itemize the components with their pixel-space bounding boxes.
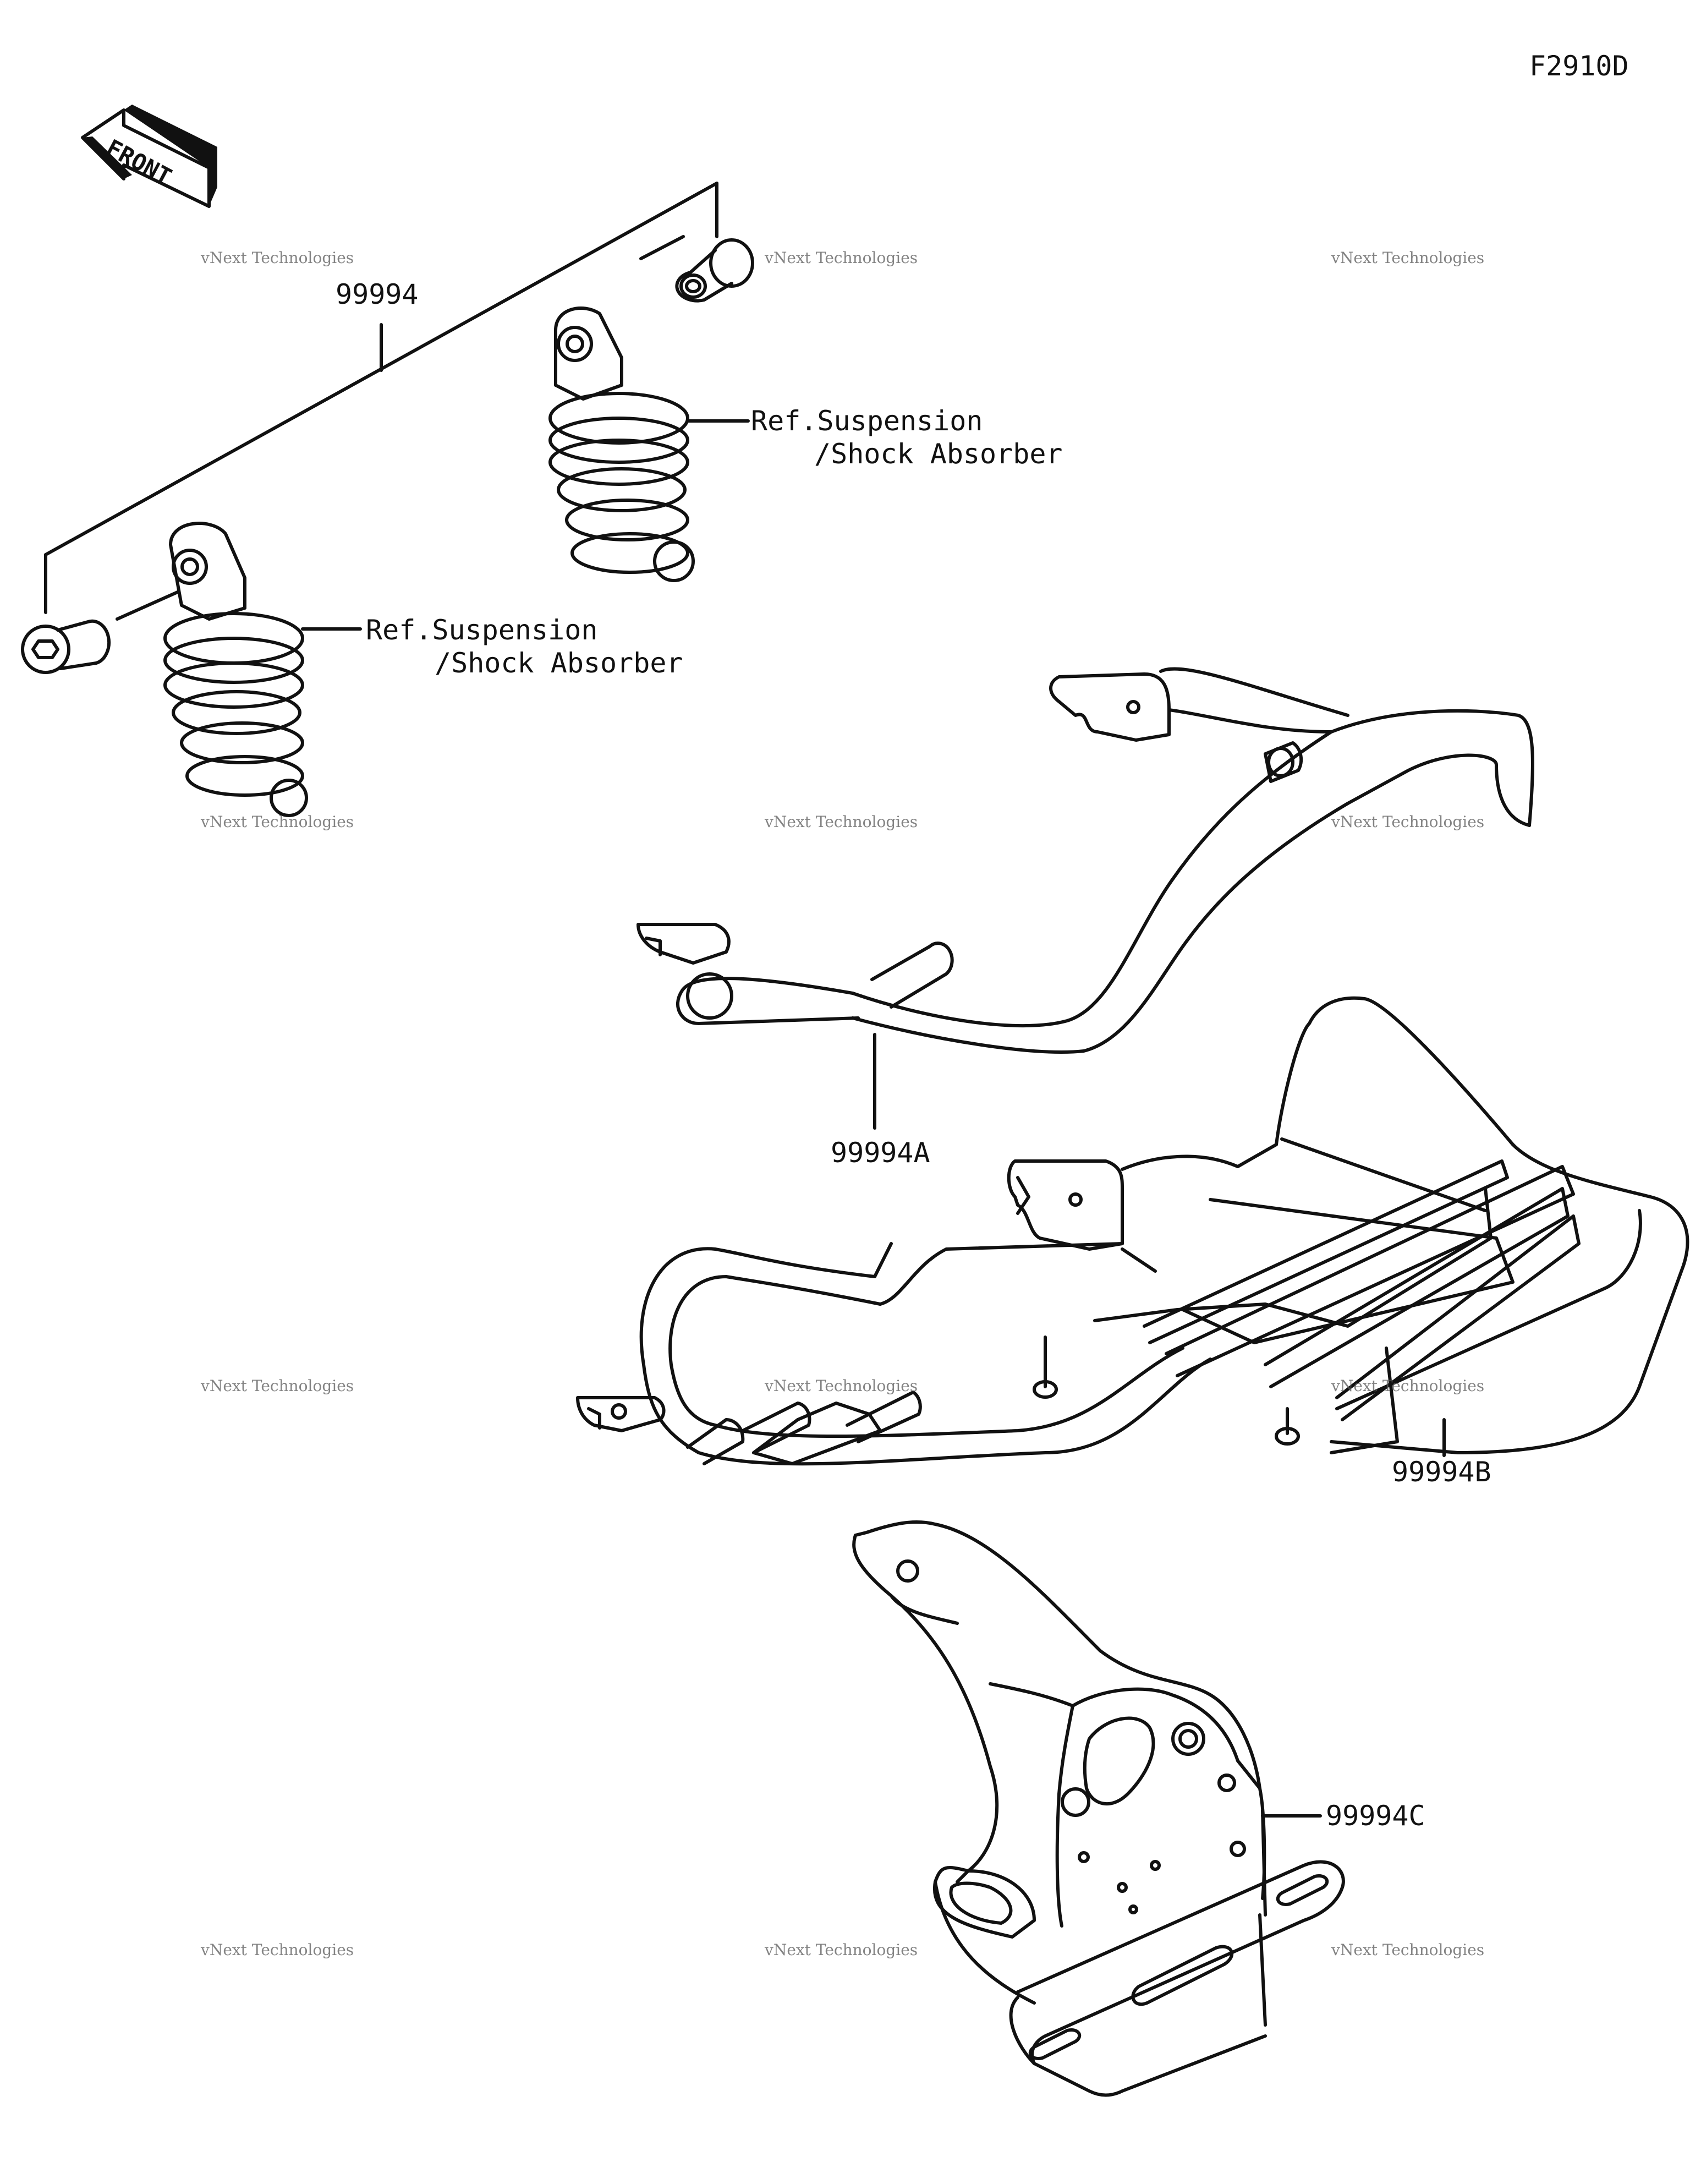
upper-shock-absorber-icon <box>548 306 750 582</box>
rack-b-icon <box>576 996 1689 1466</box>
ref-upper-line1[interactable]: Ref.Suspension <box>751 405 983 437</box>
lower-bolt-icon <box>21 590 180 674</box>
part-number-99994b[interactable]: 99994B <box>1392 1456 1491 1488</box>
upper-bolt-icon <box>639 235 754 303</box>
ref-lower-line1[interactable]: Ref.Suspension <box>366 614 598 646</box>
part-number-99994[interactable]: 99994 <box>336 278 419 310</box>
rack-a-icon <box>637 667 1534 1130</box>
figure-code: F2910D <box>1529 50 1629 82</box>
part-number-99994a[interactable]: 99994A <box>831 1137 930 1169</box>
ref-upper-line2[interactable]: /Shock Absorber <box>814 438 1063 470</box>
lower-shock-absorber-icon <box>163 522 362 817</box>
plate-bracket-c-icon <box>852 1520 1345 2097</box>
ref-lower-line2[interactable]: /Shock Absorber <box>435 647 683 679</box>
kit-bracket-line <box>44 182 718 614</box>
front-arrow-icon: FRONT <box>81 105 217 208</box>
part-number-99994c[interactable]: 99994C <box>1326 1800 1425 1832</box>
